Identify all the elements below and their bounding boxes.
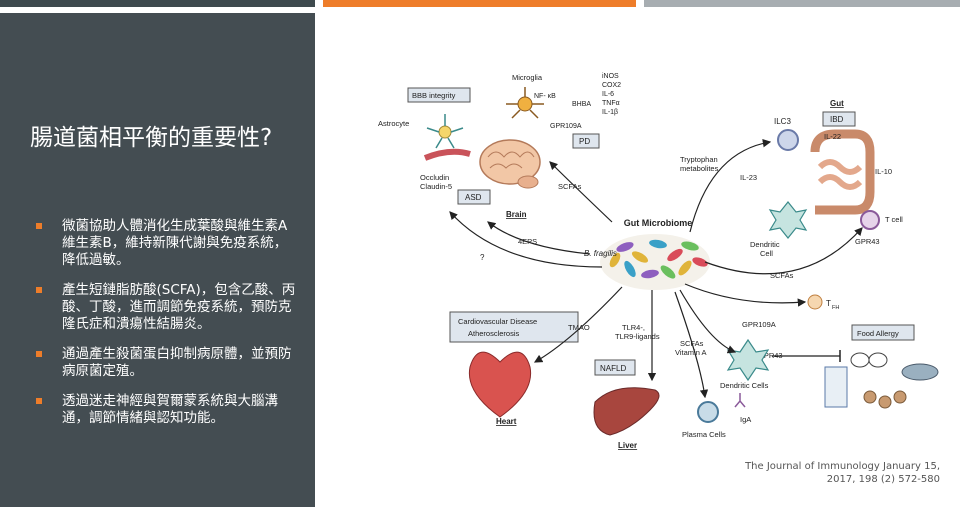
astrocyte-label: Astrocyte <box>378 119 409 128</box>
b-fragilis-label: B. fragilis <box>584 249 617 258</box>
gut-microbiome-figure: Gut Microbiome B. fragilis Brain ASD PD … <box>378 73 939 450</box>
cytokine-label: IL-1β <box>602 109 618 116</box>
gut-microbiome-label: Gut Microbiome <box>624 218 693 228</box>
bullet-text: 微菌協助人體消化生成葉酸與維生素A維生素B，維持新陳代謝與免疫系統，降低過敏。 <box>62 218 288 268</box>
top-accent-bar-orange <box>323 0 636 7</box>
cardiovascular-disease-label: Cardiovascular Disease <box>458 317 537 326</box>
bullet-item: 微菌協助人體消化生成葉酸與維生素A維生素B，維持新陳代謝與免疫系統，降低過敏。 <box>30 218 300 269</box>
bullet-item: 通過產生殺菌蛋白抑制病原體，並預防病原菌定殖。 <box>30 346 300 380</box>
il22-label: IL-22 <box>824 132 841 141</box>
citation-text: The Journal of Immunology January 15, 20… <box>745 461 940 485</box>
brain-scfas-label: SCFAs <box>558 182 582 191</box>
bullet-text: 產生短鏈脂肪酸(SCFA)，包含乙酸、丙酸、丁酸，進而調節免疫系統，預防克隆氏症… <box>62 282 296 332</box>
cytokine-label: iNOS <box>602 73 619 80</box>
tfh-label: T <box>826 299 831 308</box>
iga-label: IgA <box>740 415 751 424</box>
immune-group: SCFAs Vitamin A GPR109A GPR43 Dendritic … <box>674 283 939 439</box>
bullet-square-icon <box>36 351 42 357</box>
bhba-label: BHBA <box>572 101 591 108</box>
left-text-panel: 腸道菌相平衡的重要性? 微菌協助人體消化生成葉酸與維生素A維生素B，維持新陳代謝… <box>0 13 315 507</box>
question-mark-label: ? <box>480 253 485 262</box>
top-accent-bar-gray <box>644 0 960 7</box>
brain-group: Brain ASD PD BBB integrity Astrocyte Occ… <box>378 73 621 268</box>
dendritic-label: Dendritic <box>750 240 780 249</box>
gut-label: Gut <box>830 99 844 108</box>
bullet-square-icon <box>36 287 42 293</box>
ilc3-label: ILC3 <box>774 117 791 126</box>
asd-label: ASD <box>465 193 482 202</box>
bullet-square-icon <box>36 398 42 404</box>
food-allergy-label: Food Allergy <box>857 329 899 338</box>
bullet-text: 透過迷走神經與賀爾蒙系統與大腦溝通，調節情緒與認知功能。 <box>62 393 278 426</box>
heart-label: Heart <box>496 417 517 426</box>
metabolites-label: metabolites <box>680 164 719 173</box>
tryptophan-label: Tryptophan <box>680 155 718 164</box>
slide-title: 腸道菌相平衡的重要性? <box>30 125 273 151</box>
gpr43-gut-label: GPR43 <box>855 237 880 246</box>
gut-scfas-label: SCFAs <box>770 271 794 280</box>
cytokine-label: TNFα <box>602 100 620 107</box>
cytokine-label: COX2 <box>602 82 621 89</box>
dendritic-cells-label: Dendritic Cells <box>720 381 769 390</box>
nfkb-label: NF- κB <box>534 93 556 100</box>
bullet-text: 通過產生殺菌蛋白抑制病原體，並預防病原菌定殖。 <box>62 346 292 379</box>
occludin-label: Occludin <box>420 173 449 182</box>
bullet-square-icon <box>36 223 42 229</box>
microbiome-cluster: Gut Microbiome B. fragilis <box>584 218 710 290</box>
atherosclerosis-label: Atherosclerosis <box>468 329 520 338</box>
tmao-label: TMAO <box>568 323 590 332</box>
tlr9-label: TLR9-ligands <box>615 332 660 341</box>
t-cell-label: T cell <box>885 215 903 224</box>
tfh-sub-label: FH <box>832 305 839 311</box>
il10-label: IL-10 <box>875 167 892 176</box>
liver-group: TLR4-, TLR9-ligands NAFLD Liver <box>593 290 660 450</box>
bbb-integrity-label: BBB integrity <box>412 91 456 100</box>
pd-label: PD <box>579 137 590 146</box>
heart-group: Cardiovascular Disease Atherosclerosis H… <box>449 286 623 426</box>
bullet-list: 微菌協助人體消化生成葉酸與維生素A維生素B，維持新陳代謝與免疫系統，降低過敏。 … <box>30 218 300 440</box>
il23-label: IL-23 <box>740 173 757 182</box>
plasma-cells-label: Plasma Cells <box>682 430 726 439</box>
gut-group: Gut IBD ILC3 IL-22 IL-23 IL-10 T cell GP… <box>680 99 903 280</box>
bullet-item: 產生短鏈脂肪酸(SCFA)，包含乙酸、丙酸、丁酸，進而調節免疫系統，預防克隆氏症… <box>30 282 300 333</box>
top-accent-bar-dark <box>0 0 315 7</box>
cell-label: Cell <box>760 249 773 258</box>
nafld-label: NAFLD <box>600 364 626 373</box>
gpr109a-immune-label: GPR109A <box>742 320 776 329</box>
vitamin-a-label: Vitamin A <box>675 348 707 357</box>
liver-label: Liver <box>618 441 637 450</box>
gpr109a-brain-label: GPR109A <box>550 123 582 130</box>
claudin-label: Claudin-5 <box>420 182 452 191</box>
bullet-item: 透過迷走神經與賀爾蒙系統與大腦溝通，調節情緒與認知功能。 <box>30 393 300 427</box>
tlr4-label: TLR4-, <box>622 323 645 332</box>
brain-label: Brain <box>506 210 527 219</box>
cytokine-label: IL-6 <box>602 91 614 98</box>
microglia-label: Microglia <box>512 73 543 82</box>
ibd-label: IBD <box>830 115 844 124</box>
gpr43-immune-label: GPR43 <box>758 351 783 360</box>
